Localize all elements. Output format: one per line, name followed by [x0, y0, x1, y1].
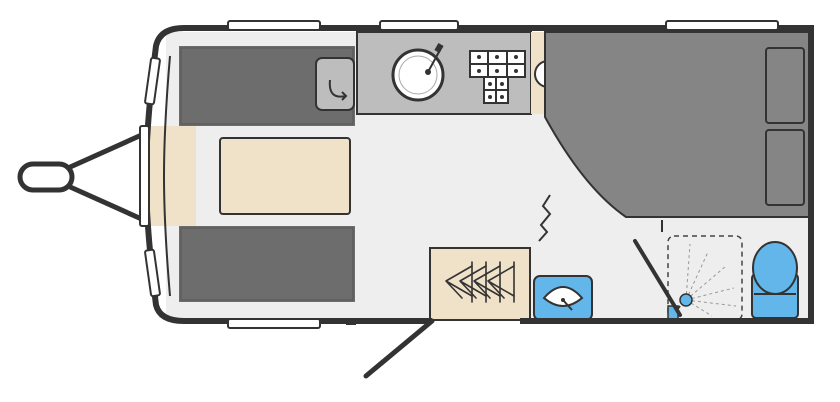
entrance-door	[363, 318, 435, 379]
washroom-partition	[633, 220, 682, 317]
corner-cupboard	[315, 57, 355, 111]
a-frame-hitch	[17, 130, 149, 224]
toilet	[751, 241, 799, 319]
fixed-bed	[544, 31, 810, 218]
shower	[667, 235, 743, 321]
radiator	[538, 194, 552, 242]
wardrobe	[429, 247, 531, 321]
kitchen-unit	[356, 31, 532, 115]
gas-hob	[469, 50, 526, 104]
front-table	[219, 137, 351, 215]
windows	[139, 20, 779, 329]
kitchen-sink	[391, 43, 445, 102]
washroom-basin	[533, 275, 593, 321]
